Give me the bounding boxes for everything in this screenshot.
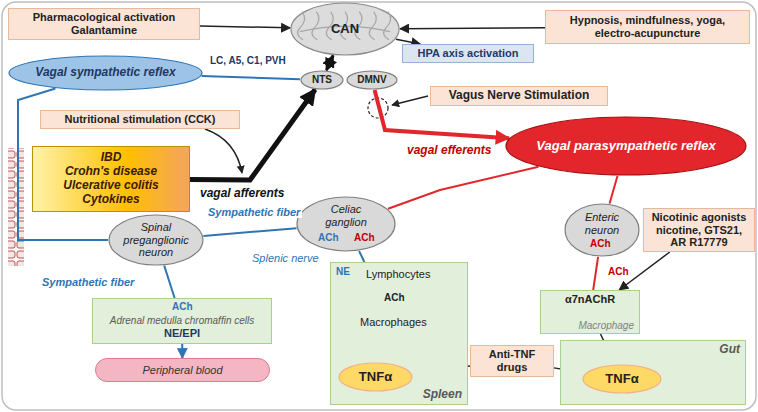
node-text: Crohn's disease — [65, 165, 157, 179]
shape-fill — [565, 204, 639, 256]
node-text: Nicotinic agonists — [652, 211, 747, 224]
connector — [388, 167, 538, 209]
node-text: DMNV — [357, 74, 386, 86]
connector — [326, 55, 333, 70]
connector-label: Splenic nerve — [250, 252, 321, 264]
reflex-ellipse: Vagal sympathetic reflex — [8, 55, 203, 91]
node-text: Vagus Nerve Stimulation — [449, 89, 590, 103]
node-text: nicotine, GTS21, AR R17779 — [649, 224, 749, 249]
connector — [200, 26, 290, 28]
connector — [181, 344, 183, 358]
intervention-box: Vagus Nerve Stimulation — [430, 86, 608, 106]
spine-illustration — [8, 148, 24, 266]
node-text: TNFα — [359, 370, 392, 385]
shape-fill — [506, 117, 746, 175]
drug-box: Anti-TNF drugs — [470, 345, 554, 377]
node-text: Hypnosis, mindfulness, yoga, electro-acu… — [551, 14, 744, 39]
cytokine-ellipse: TNFα — [582, 364, 662, 394]
node-text: Nutritional stimulation (CCK) — [65, 113, 216, 126]
shape-fill — [347, 71, 397, 89]
connector — [400, 27, 545, 29]
cell-label: Macrophages — [360, 316, 427, 328]
cell-label: Lymphocytes — [366, 268, 430, 280]
connector — [359, 251, 364, 262]
node-text: Gut — [719, 343, 740, 357]
connector-label: Sympathetic fiber — [206, 206, 302, 218]
cytokine-ellipse: TNFα — [338, 362, 413, 392]
node-text: TNFα — [605, 372, 638, 387]
shape-fill — [291, 3, 399, 55]
drug-box: Nicotinic agonistsnicotine, GTS21, AR R1… — [643, 208, 755, 252]
shape-fill — [583, 365, 661, 393]
connector — [202, 76, 301, 79]
ganglion-ellipse: Celiac ganglion — [296, 196, 396, 252]
shape-fill — [339, 363, 412, 391]
nucleus-ellipse: NTS — [300, 70, 344, 90]
node-text: Cytokines — [82, 193, 139, 207]
node-text: Macrophage — [578, 320, 634, 332]
node-text: Vagal parasympathetic reflex — [536, 139, 715, 154]
node-text: Spinal preganglionic neuron — [113, 221, 199, 259]
transmitter-label: ACh — [590, 238, 611, 249]
node-text: Vagal sympathetic reflex — [35, 66, 175, 80]
node-text: Adrenal medulla chromaffin cells — [110, 315, 255, 327]
connector-label: vagal efferents — [405, 144, 494, 157]
node-text: Enteric neuron — [574, 211, 630, 236]
cell-box: α7nAChR Macrophage — [540, 290, 640, 334]
intervention-box: Pharmacological activation Galantamine — [8, 8, 200, 40]
transmitter-label: ACh — [384, 292, 405, 303]
node-text: Ulcerative colitis — [63, 179, 158, 193]
connector — [610, 176, 618, 204]
node-text: Spleen — [423, 388, 462, 402]
shape-fill — [9, 56, 202, 90]
outcome-box: HPA axis activation — [402, 44, 534, 63]
node-text: Anti-TNF drugs — [476, 348, 548, 373]
connector-label: vagal afferents — [198, 187, 287, 200]
shape-fill — [301, 71, 343, 89]
organ-region: GutTNFα — [560, 340, 746, 405]
shape-fill — [297, 197, 395, 251]
connector — [190, 90, 315, 180]
node-text: HPA axis activation — [418, 47, 519, 60]
node-text: Celiac ganglion — [310, 203, 382, 228]
connector — [203, 228, 296, 236]
nucleus-ellipse: DMNV — [346, 70, 398, 90]
neuron-ellipse: Spinal preganglionic neuron — [108, 214, 204, 266]
node-text: Peripheral blood — [142, 364, 222, 377]
stimulation-arrow — [392, 96, 428, 105]
node-text: IBD — [101, 151, 122, 165]
brain-gyri — [298, 12, 391, 40]
node-text: NTS — [312, 74, 332, 86]
node-text: CAN — [331, 22, 359, 37]
transmitter-label: NE — [336, 266, 350, 277]
intervention-box: Hypnosis, mindfulness, yoga, electro-acu… — [545, 10, 750, 44]
nutrition-arrow — [205, 129, 242, 173]
reflex-ellipse: Vagal parasympathetic reflex — [505, 116, 747, 176]
node-text: Pharmacological activation Galantamine — [14, 11, 194, 36]
transmitter-label: ACh — [608, 266, 629, 277]
blood-pill: Peripheral blood — [95, 358, 270, 382]
connector — [593, 257, 598, 290]
connector-label: LC, A5, C1, PVH — [208, 55, 288, 66]
transmitter-label: ACh — [172, 301, 193, 312]
organ-region: Spleen TNFα — [330, 262, 468, 405]
disease-box: IBDCrohn's diseaseUlcerative colitisCyto… — [32, 146, 190, 212]
shape-fill — [109, 215, 203, 265]
transmitter-label: ACh — [318, 232, 339, 243]
node-text: α7nAChR — [565, 293, 615, 306]
connector-label: Sympathetic fiber — [40, 276, 136, 288]
intervention-box: Nutritional stimulation (CCK) — [40, 110, 240, 129]
transmitter-label: ACh — [354, 232, 375, 243]
node-text: NE/EPI — [164, 327, 200, 340]
connector — [164, 266, 174, 298]
brain-illustration: CAN — [290, 2, 400, 56]
